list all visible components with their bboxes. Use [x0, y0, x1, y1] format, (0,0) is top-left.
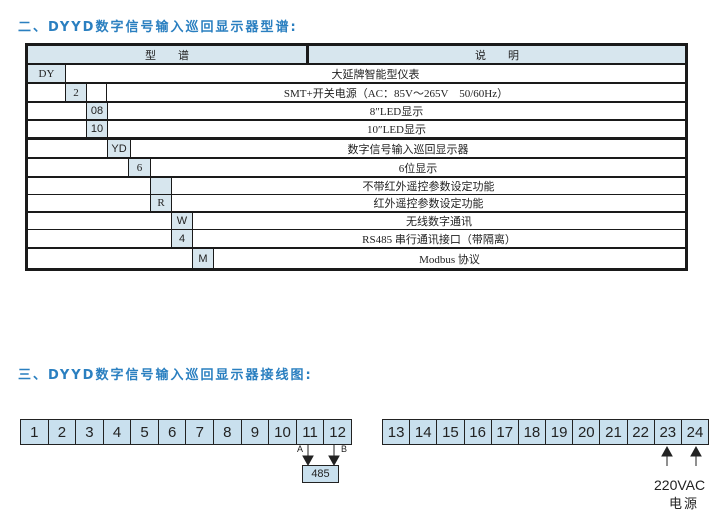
header-desc: 说 明	[309, 46, 685, 63]
desc-cell: Modbus 协议	[214, 249, 685, 268]
terminal: 5	[131, 420, 159, 444]
terminal: 14	[410, 420, 438, 444]
terminal: 11	[297, 420, 325, 444]
blank-cell	[28, 103, 86, 119]
code-cell: 08	[87, 103, 107, 119]
desc-cell: RS485 串行通讯接口（带隔离）	[193, 230, 685, 247]
section2-title: 二、DYYD数字信号输入巡回显示器型谱:	[18, 20, 298, 35]
desc-cell: 无线数字通讯	[193, 213, 685, 229]
terminal: 21	[600, 420, 628, 444]
code-cell: R	[151, 195, 171, 211]
blank-cell	[28, 249, 192, 268]
desc-cell: 8″LED显示	[108, 103, 685, 119]
terminal: 1	[21, 420, 49, 444]
terminal: 24	[686, 423, 704, 441]
terminal: 4	[104, 420, 132, 444]
terminal: 19	[546, 420, 574, 444]
code-cell: 6	[129, 159, 150, 176]
code-cell: YD	[108, 140, 130, 157]
arrow-24-head	[690, 445, 702, 457]
terminal: 15	[437, 420, 465, 444]
blank-cell	[28, 195, 150, 211]
terminal: 10	[269, 420, 297, 444]
terminal: 2	[49, 420, 77, 444]
desc-cell: 大延牌智能型仪表	[66, 65, 685, 82]
code-cell	[151, 178, 171, 194]
code-cell: 4	[172, 230, 192, 247]
terminal: 8	[214, 420, 242, 444]
desc-cell: 10″LED显示	[108, 121, 685, 137]
terminal: 18	[519, 420, 547, 444]
terminal: 22	[628, 420, 655, 444]
terminal: 3	[76, 420, 104, 444]
label-b: B	[341, 444, 348, 454]
desc-cell: 6位显示	[151, 159, 685, 176]
power-voltage: 220VAC	[654, 477, 706, 493]
terminal: 7	[186, 420, 215, 444]
terminal: 6	[159, 420, 187, 444]
blank-cell	[28, 121, 86, 137]
blank-cell	[87, 84, 106, 101]
desc-cell: SMT+开关电源（AC：85V～265V 50/60Hz）	[107, 84, 685, 101]
power-label: 电源	[669, 496, 700, 511]
terminal: 12	[329, 423, 346, 441]
code-cell: 2	[66, 84, 86, 101]
label-a: A	[297, 444, 304, 454]
blank-cell	[28, 84, 65, 101]
code-cell: DY	[28, 65, 65, 82]
blank-cell	[28, 230, 171, 247]
terminal: 20	[573, 420, 601, 444]
desc-cell: 数字信号输入巡回显示器	[131, 140, 685, 157]
blank-cell	[28, 213, 171, 229]
terminal: 9	[242, 420, 270, 444]
arrow-a-head	[302, 455, 314, 467]
terminal: 23	[655, 420, 682, 444]
desc-cell: 红外遥控参数设定功能	[172, 195, 685, 211]
header-model: 型 谱	[28, 46, 306, 63]
arrow-23-head	[661, 445, 673, 457]
terminal: 17	[492, 420, 519, 444]
code-cell: M	[193, 249, 213, 268]
terminal: 16	[465, 420, 492, 444]
blank-cell	[28, 140, 107, 157]
terminal: 13	[383, 420, 411, 444]
section3-title: 三、DYYD数字信号输入巡回显示器接线图:	[18, 368, 313, 383]
desc-cell: 不带红外遥控参数设定功能	[172, 178, 685, 194]
blank-cell	[28, 159, 128, 176]
arrow-b-head	[328, 455, 340, 467]
rs485-box: 485	[302, 465, 339, 483]
blank-cell	[28, 178, 150, 194]
code-cell: 10	[87, 121, 107, 137]
code-cell: W	[172, 213, 192, 229]
